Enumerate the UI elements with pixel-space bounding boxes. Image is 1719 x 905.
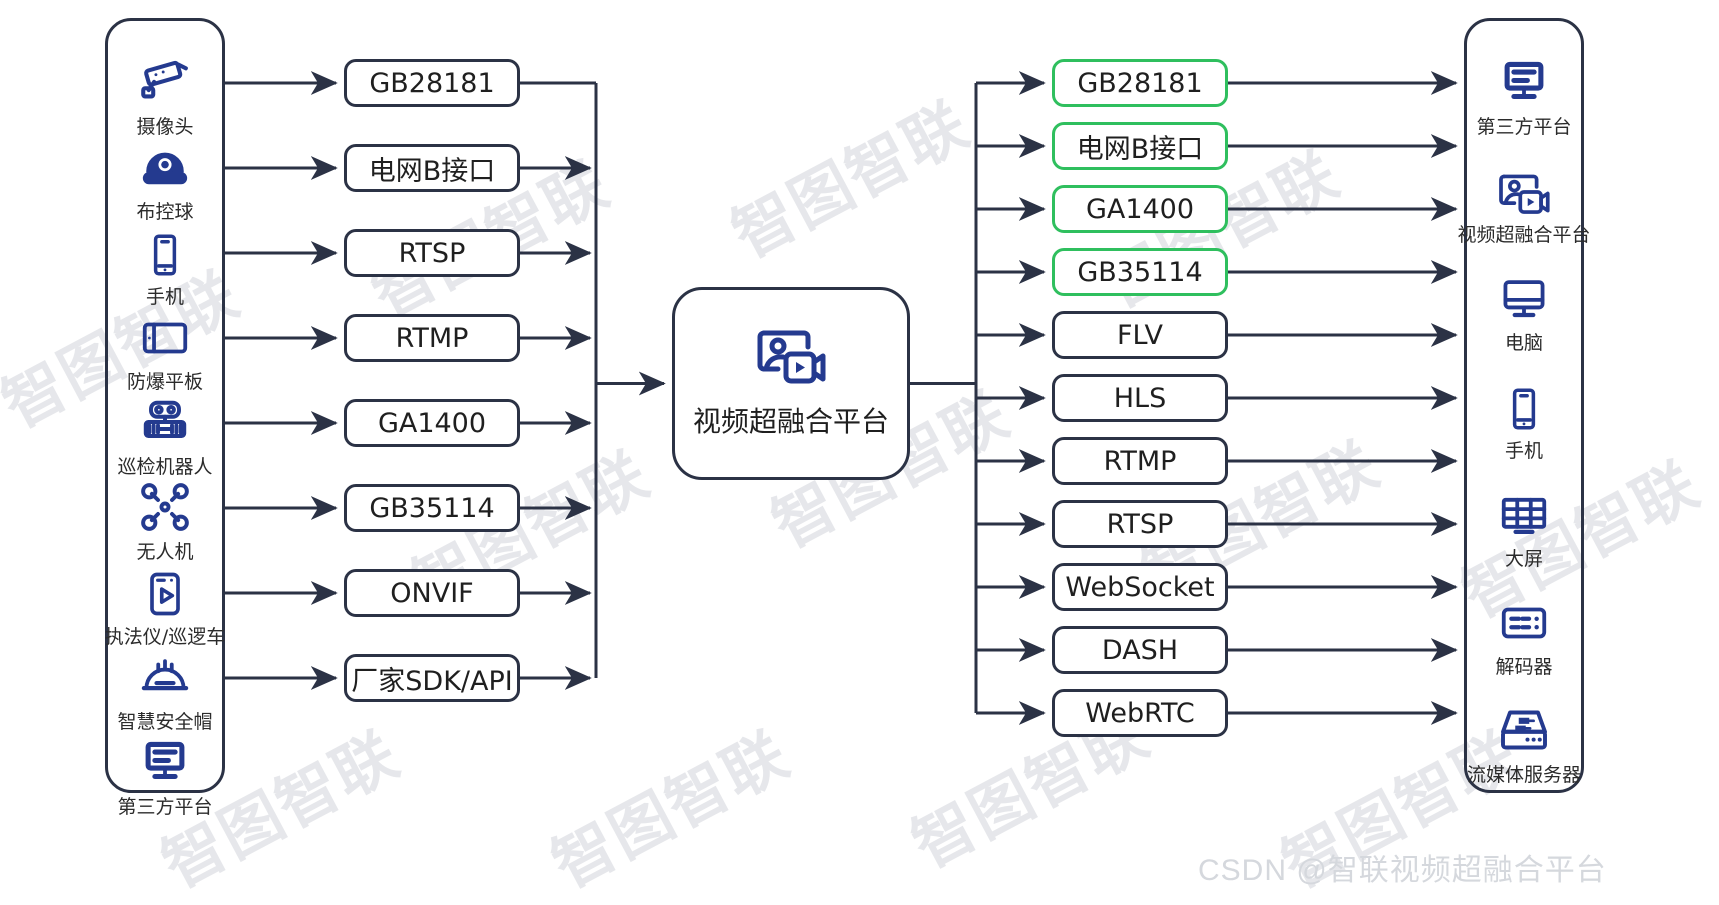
inspection-robot-icon	[90, 388, 240, 450]
law-enforcement-recorder-icon	[90, 558, 240, 620]
input-protocol-box[interactable]: RTMP	[344, 314, 520, 362]
left-device-label: 第三方平台	[117, 796, 213, 818]
output-protocol-box[interactable]: WebSocket	[1052, 563, 1228, 611]
left-device-label: 摄像头	[136, 116, 194, 138]
right-device-item[interactable]: 第三方平台	[1449, 48, 1599, 139]
left-device-label: 智慧安全帽	[117, 711, 213, 733]
output-protocol-box[interactable]: WebRTC	[1052, 689, 1228, 737]
right-device-label: 大屏	[1504, 548, 1543, 570]
left-device-label: 手机	[145, 286, 184, 308]
input-protocol-box[interactable]: RTSP	[344, 229, 520, 277]
left-device-item[interactable]: 巡检机器人	[90, 388, 240, 479]
right-device-label: 手机	[1504, 440, 1543, 462]
right-device-item[interactable]: 解码器	[1449, 588, 1599, 679]
output-protocol-box[interactable]: GB35114	[1052, 248, 1228, 296]
right-device-panel	[1464, 18, 1584, 793]
input-protocol-box[interactable]: GB28181	[344, 59, 520, 107]
left-device-label: 布控球	[136, 201, 194, 223]
right-device-label: 视频超融合平台	[1457, 224, 1591, 246]
output-protocol-box[interactable]: HLS	[1052, 374, 1228, 422]
video-fusion-platform-icon	[1449, 156, 1599, 218]
left-device-panel	[105, 18, 225, 793]
left-device-item[interactable]: 执法仪/巡逻车	[90, 558, 240, 649]
left-device-label: 执法仪/巡逻车	[104, 626, 226, 648]
left-device-label: 巡检机器人	[117, 456, 213, 478]
right-device-label: 解码器	[1495, 656, 1553, 678]
right-device-item[interactable]: 流媒体服务器	[1449, 696, 1599, 787]
input-protocol-box[interactable]: 厂家SDK/API	[344, 654, 520, 702]
tablet-icon	[90, 303, 240, 365]
right-device-label: 第三方平台	[1476, 116, 1572, 138]
output-protocol-box[interactable]: 电网B接口	[1052, 122, 1228, 170]
cctv-camera-icon	[90, 48, 240, 110]
video-fusion-platform-icon	[756, 327, 826, 394]
right-device-list: 第三方平台 视频超融合平台 电脑 手	[1449, 18, 1599, 793]
left-device-item[interactable]: 第三方平台	[90, 728, 240, 819]
left-device-item[interactable]: 防爆平板	[90, 303, 240, 394]
left-device-item[interactable]: 手机	[90, 218, 240, 309]
right-device-label: 流媒体服务器	[1466, 764, 1581, 786]
third-party-platform-icon	[1449, 48, 1599, 110]
output-protocol-box[interactable]: FLV	[1052, 311, 1228, 359]
center-platform-node[interactable]: 视频超融合平台	[672, 287, 910, 480]
output-protocol-box[interactable]: RTMP	[1052, 437, 1228, 485]
right-device-label: 电脑	[1504, 332, 1543, 354]
streaming-server-icon	[1449, 696, 1599, 758]
output-protocol-box[interactable]: RTSP	[1052, 500, 1228, 548]
right-device-item[interactable]: 视频超融合平台	[1449, 156, 1599, 247]
left-device-item[interactable]: 智慧安全帽	[90, 643, 240, 734]
output-protocol-box[interactable]: DASH	[1052, 626, 1228, 674]
left-device-label: 防爆平板	[126, 371, 203, 393]
left-device-item[interactable]: 布控球	[90, 133, 240, 224]
right-device-item[interactable]: 电脑	[1449, 264, 1599, 355]
output-protocol-box[interactable]: GA1400	[1052, 185, 1228, 233]
right-device-item[interactable]: 手机	[1449, 372, 1599, 463]
input-protocol-box[interactable]: GA1400	[344, 399, 520, 447]
video-wall-icon	[1449, 480, 1599, 542]
drone-icon	[90, 473, 240, 535]
right-device-item[interactable]: 大屏	[1449, 480, 1599, 571]
left-device-label: 无人机	[136, 541, 194, 563]
third-party-platform-icon	[90, 728, 240, 790]
decoder-icon	[1449, 588, 1599, 650]
output-protocol-box[interactable]: GB28181	[1052, 59, 1228, 107]
ptz-dome-camera-icon	[90, 133, 240, 195]
left-device-list: 摄像头 布控球 手机 防爆平板 巡检机器人	[90, 18, 240, 818]
input-protocol-box[interactable]: ONVIF	[344, 569, 520, 617]
left-device-item[interactable]: 无人机	[90, 473, 240, 564]
desktop-computer-icon	[1449, 264, 1599, 326]
smart-helmet-icon	[90, 643, 240, 705]
input-protocol-box[interactable]: GB35114	[344, 484, 520, 532]
mobile-phone-icon	[90, 218, 240, 280]
left-device-item[interactable]: 摄像头	[90, 48, 240, 139]
center-platform-label: 视频超融合平台	[692, 405, 889, 438]
input-protocol-box[interactable]: 电网B接口	[344, 144, 520, 192]
mobile-phone-icon	[1449, 372, 1599, 434]
